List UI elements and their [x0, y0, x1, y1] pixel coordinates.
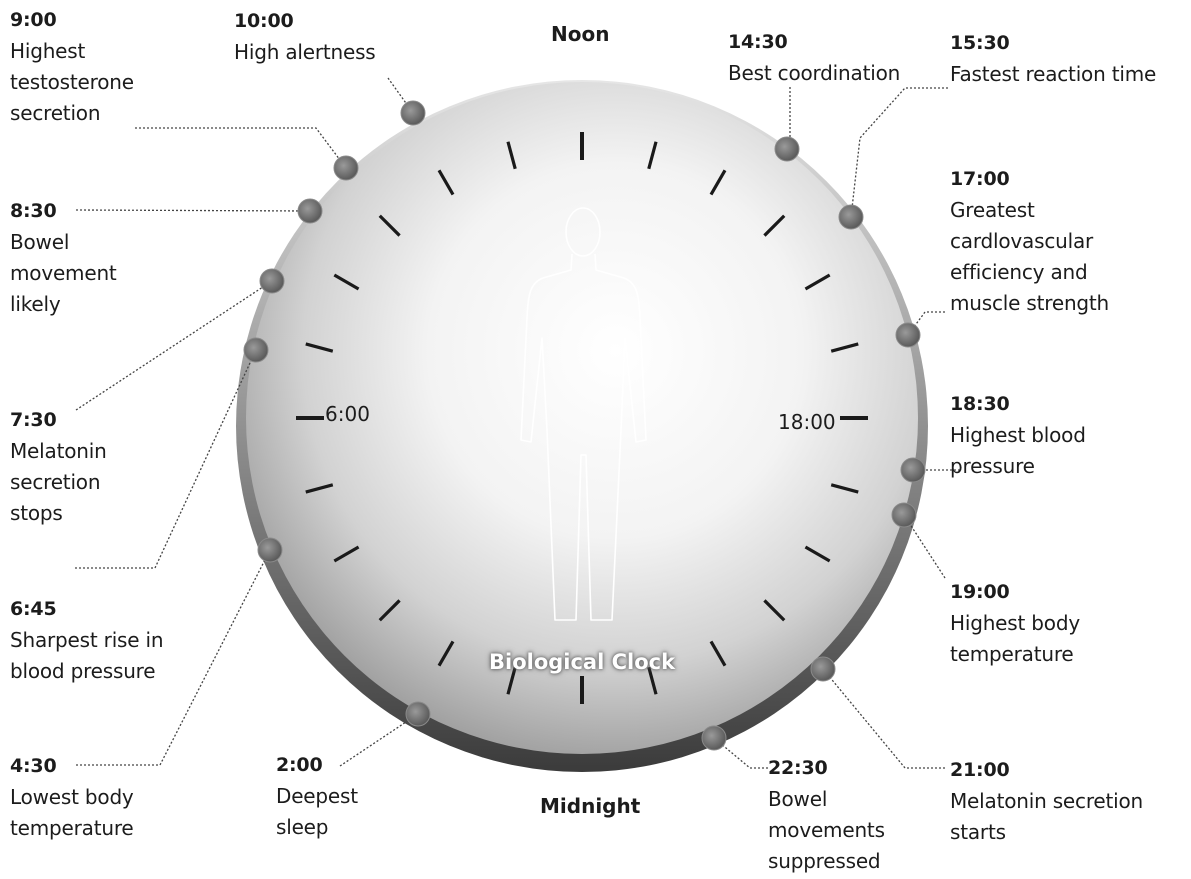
event-time: 21:00: [950, 755, 1143, 786]
event-label-1430: 14:30 Best coordination: [728, 27, 900, 89]
event-label-2100: 21:00 Melatonin secretion starts: [950, 755, 1143, 848]
event-label-1000: 10:00 High alertness: [234, 6, 376, 68]
axis-label-noon: Noon: [551, 22, 609, 46]
axis-label-6pm: 18:00: [778, 410, 836, 434]
event-time: 18:30: [950, 389, 1086, 420]
event-label-1900: 19:00 Highest body temperature: [950, 577, 1080, 670]
leader-line: [135, 128, 346, 168]
event-marker-dot: [901, 458, 925, 482]
event-label-1830: 18:30 Highest blood pressure: [950, 389, 1086, 482]
event-time: 19:00: [950, 577, 1080, 608]
event-marker-dot: [260, 269, 284, 293]
event-description: Highest blood pressure: [950, 420, 1086, 482]
event-marker-dot: [811, 657, 835, 681]
event-description: Highest body temperature: [950, 608, 1080, 670]
event-marker-dot: [775, 137, 799, 161]
event-description: Bowel movement likely: [10, 227, 117, 320]
event-label-0900: 9:00 Highest testosterone secretion: [10, 5, 134, 129]
event-label-0645: 6:45 Sharpest rise in blood pressure: [10, 594, 163, 687]
event-description: Melatonin secretion starts: [950, 786, 1143, 848]
event-description: Sharpest rise in blood pressure: [10, 625, 163, 687]
event-label-1530: 15:30 Fastest reaction time: [950, 28, 1156, 90]
event-marker-dot: [334, 156, 358, 180]
event-marker-dot: [406, 702, 430, 726]
event-marker-dot: [401, 101, 425, 125]
leader-line: [851, 88, 948, 217]
event-description: Best coordination: [728, 58, 900, 89]
event-marker-dot: [896, 323, 920, 347]
event-label-0830: 8:30 Bowel movement likely: [10, 196, 117, 320]
event-time: 9:00: [10, 5, 134, 36]
clock-title: Biological Clock: [489, 650, 675, 674]
event-time: 14:30: [728, 27, 900, 58]
event-time: 10:00: [234, 6, 376, 37]
event-description: High alertness: [234, 37, 376, 68]
event-time: 8:30: [10, 196, 117, 227]
event-label-0730: 7:30 Melatonin secretion stops: [10, 405, 107, 529]
event-marker-dot: [258, 538, 282, 562]
event-time: 6:45: [10, 594, 163, 625]
event-time: 4:30: [10, 751, 134, 782]
event-marker-dot: [892, 503, 916, 527]
event-time: 7:30: [10, 405, 107, 436]
event-description: Fastest reaction time: [950, 59, 1156, 90]
event-label-0200: 2:00 Deepest sleep: [276, 750, 358, 843]
event-label-0430: 4:30 Lowest body temperature: [10, 751, 134, 844]
event-time: 15:30: [950, 28, 1156, 59]
event-label-1700: 17:00 Greatest cardlovascular efficiency…: [950, 164, 1109, 319]
event-description: Bowel movements suppressed: [768, 784, 885, 877]
event-time: 17:00: [950, 164, 1109, 195]
axis-label-6am: 6:00: [325, 402, 370, 426]
event-marker-dot: [298, 199, 322, 223]
event-marker-dot: [244, 338, 268, 362]
event-marker-dot: [702, 726, 726, 750]
event-description: Highest testosterone secretion: [10, 36, 134, 129]
event-description: Melatonin secretion stops: [10, 436, 107, 529]
event-time: 2:00: [276, 750, 358, 781]
event-description: Greatest cardlovascular efficiency and m…: [950, 195, 1109, 319]
event-time: 22:30: [768, 753, 885, 784]
event-description: Deepest sleep: [276, 781, 358, 843]
event-label-2230: 22:30 Bowel movements suppressed: [768, 753, 885, 877]
event-marker-dot: [839, 205, 863, 229]
axis-label-midnight: Midnight: [540, 794, 640, 818]
event-description: Lowest body temperature: [10, 782, 134, 844]
